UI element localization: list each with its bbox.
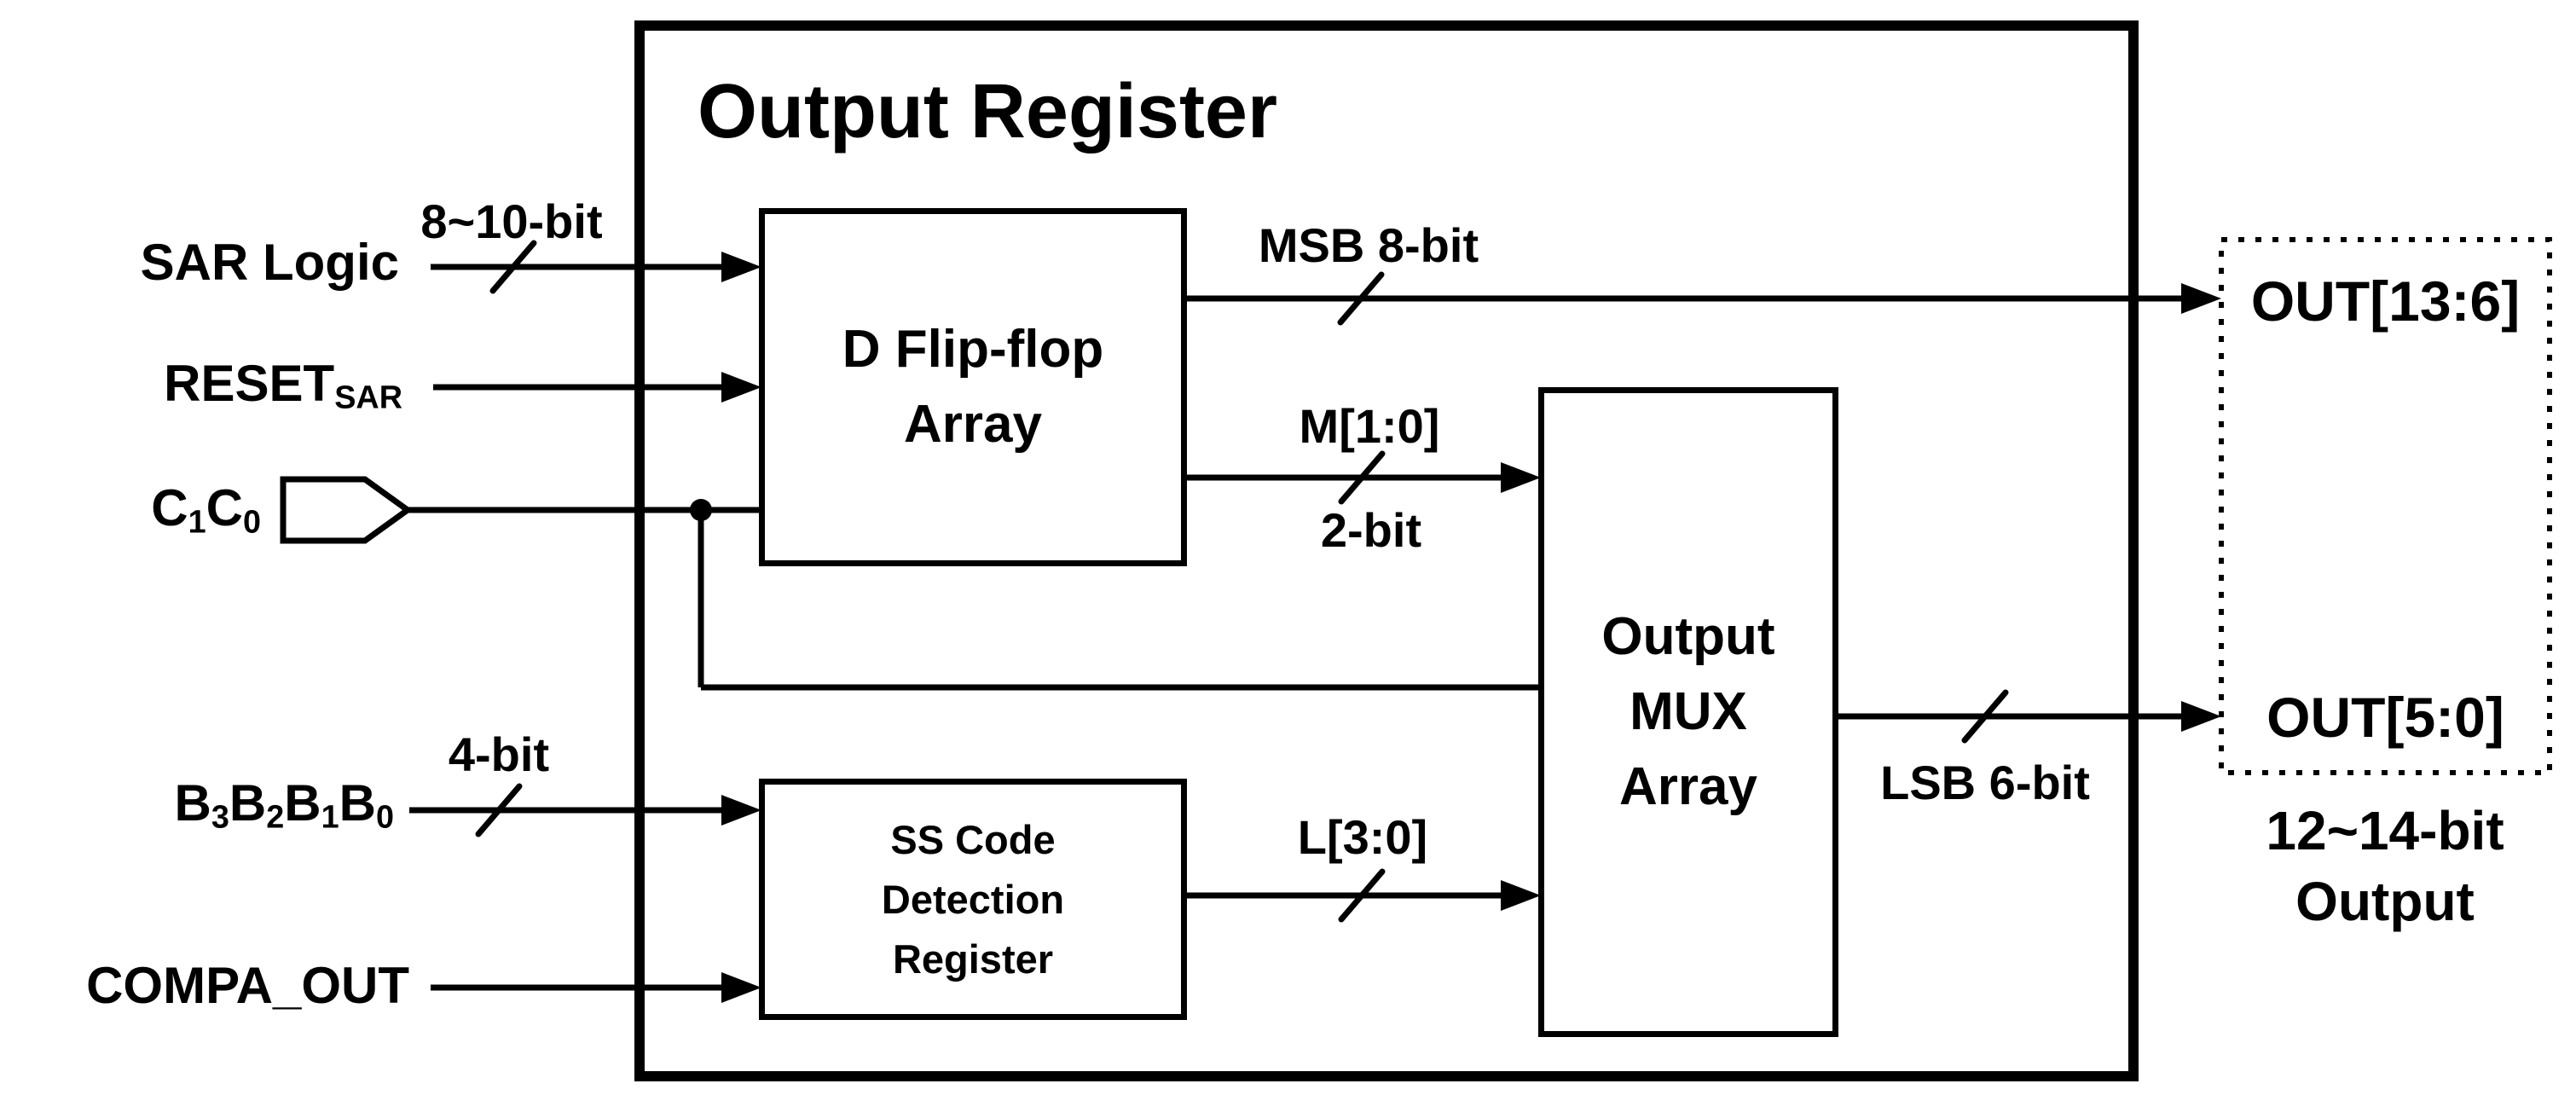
bus-label-m-1-0: M[1:0]: [1299, 399, 1440, 453]
arrowhead-icon: [2181, 701, 2221, 732]
d-flipflop-array-block: D Flip-flop Array: [759, 208, 1187, 566]
block-label-line: Array: [1619, 757, 1757, 816]
output-label-out-13-6: OUT[13:6]: [2250, 269, 2521, 333]
ss-code-detection-register-block: SS Code Detection Register: [759, 779, 1187, 1020]
output-caption-output: Output: [2295, 871, 2475, 932]
page-title: Output Register: [698, 69, 1278, 154]
bus-label-lsb-6bit: LSB 6-bit: [1880, 756, 2090, 809]
bus-width-label-2bit: 2-bit: [1320, 503, 1422, 557]
block-label-line: Output: [1601, 607, 1775, 666]
bus-slash-icon: [475, 783, 523, 837]
block-label-line: MUX: [1630, 682, 1747, 741]
bus-width-label-8-10bit: 8~10-bit: [420, 194, 603, 248]
bus-width-label-4bit: 4-bit: [448, 727, 550, 781]
output-label-out-5-0: OUT[5:0]: [2266, 686, 2504, 749]
output-mux-array-block: Output MUX Array: [1538, 387, 1838, 1037]
output-caption-bit-range: 12~14-bit: [2266, 800, 2504, 861]
input-label-b3b2b1b0: B3B2B1B0: [174, 774, 395, 836]
bus-label-msb-8bit: MSB 8-bit: [1258, 218, 1479, 272]
input-label-sar-logic: SAR Logic: [140, 234, 399, 291]
bus-slash-icon: [489, 240, 537, 294]
arrowhead-icon: [2181, 283, 2221, 314]
block-label-line: SS Code: [890, 816, 1056, 862]
block-label-line: Register: [892, 936, 1054, 982]
block-label-line: Detection: [881, 876, 1065, 922]
output-register-boundary: [634, 20, 2139, 1081]
block-label-line: D Flip-flop: [842, 320, 1104, 379]
input-label-compa-out: COMPA_OUT: [86, 957, 409, 1014]
c1c0-port-pentagon-icon: [280, 476, 413, 544]
block-label-line: Array: [904, 395, 1042, 454]
input-label-reset-sar: RESETSAR: [164, 355, 402, 416]
input-label-c1c0: C1C0: [151, 479, 261, 541]
bus-label-l-3-0: L[3:0]: [1297, 810, 1428, 864]
